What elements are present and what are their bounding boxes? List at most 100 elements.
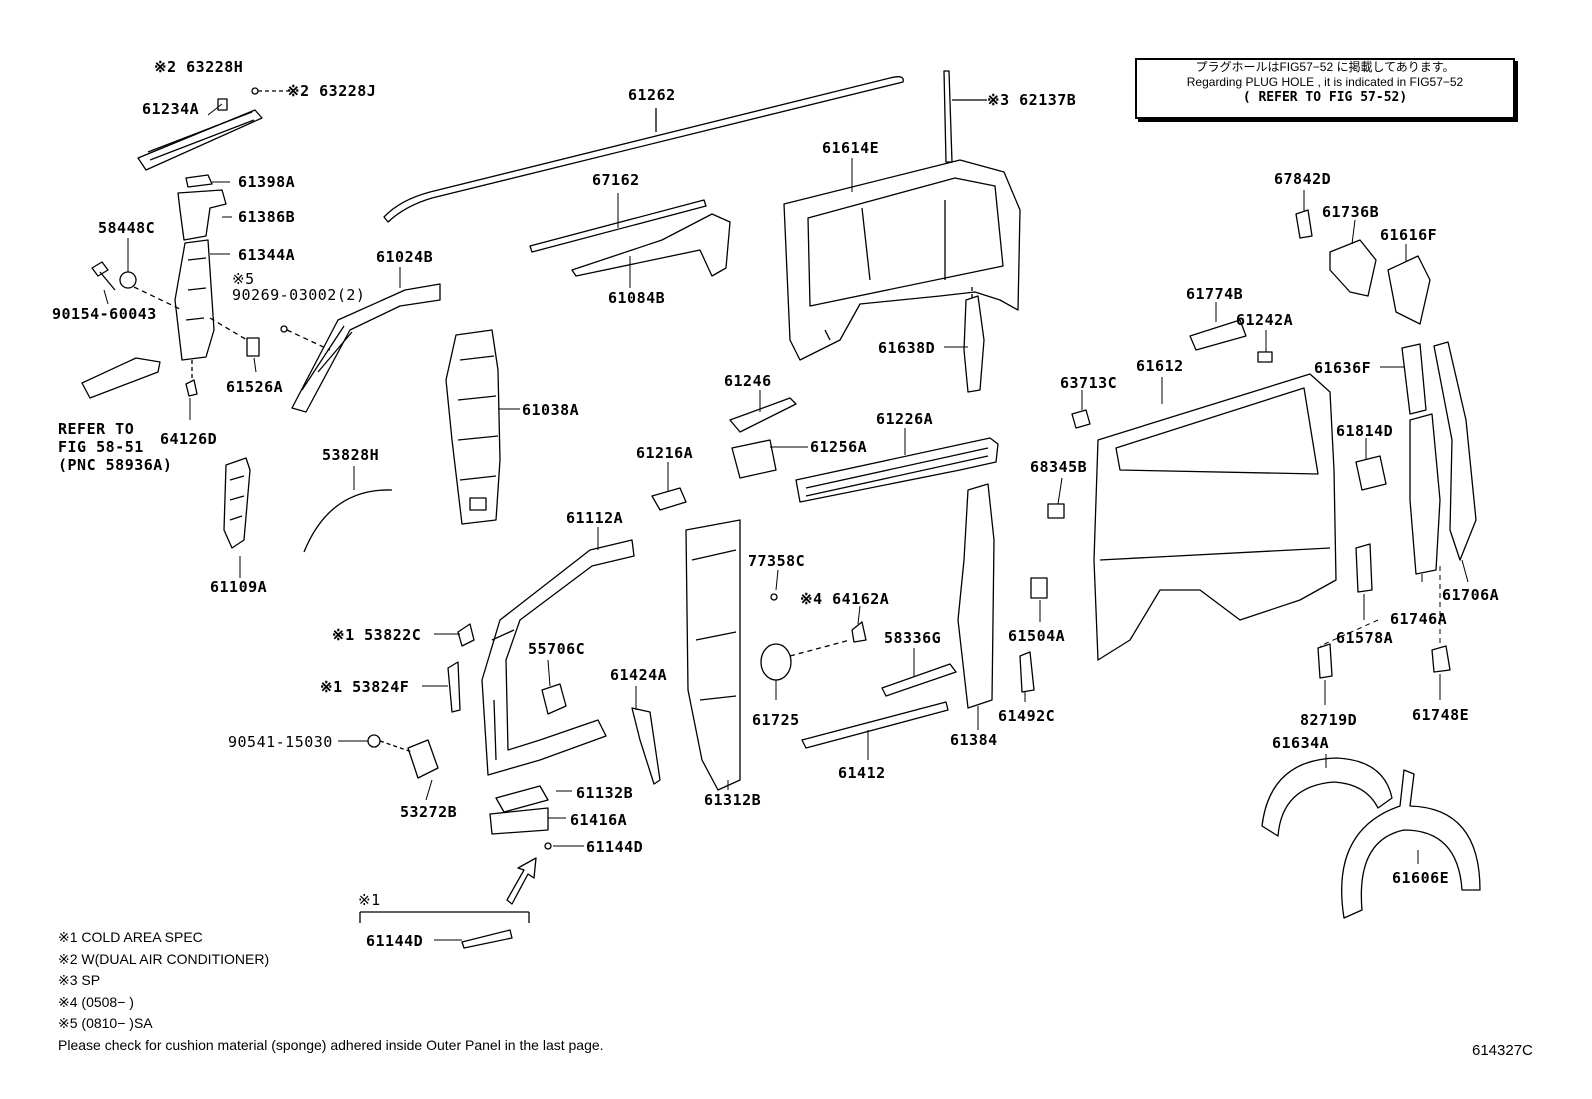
notice-refer-link[interactable]: ( REFER TO FIG 57-52) xyxy=(1242,90,1408,105)
label-53272b[interactable]: 53272B xyxy=(400,803,458,821)
label-63228h[interactable]: ※2 63228H xyxy=(154,58,244,76)
label-61144d-upper[interactable]: 61144D xyxy=(586,838,644,856)
label-61234a[interactable]: 61234A xyxy=(142,100,200,118)
diagram-code: 614327C xyxy=(1472,1042,1533,1059)
part-61216a-drawing xyxy=(651,487,687,511)
label-group-mark: ※1 xyxy=(358,891,381,909)
label-68345b[interactable]: 68345B xyxy=(1030,458,1088,476)
label-61024b[interactable]: 61024B xyxy=(376,248,434,266)
part-61706a-drawing xyxy=(1433,341,1477,561)
label-53822c[interactable]: ※1 53822C xyxy=(332,626,422,644)
label-61706a[interactable]: 61706A xyxy=(1442,586,1500,604)
refer-notice-box: プラグホールはFIG57−52 に掲載してあります。 Regarding PLU… xyxy=(1135,58,1515,119)
label-61526a[interactable]: 61526A xyxy=(226,378,284,396)
label-61416a[interactable]: 61416A xyxy=(570,811,628,829)
part-67162-drawing xyxy=(529,199,707,253)
label-61616f[interactable]: 61616F xyxy=(1380,226,1438,244)
part-61725-drawing xyxy=(760,643,792,681)
part-61398a-drawing xyxy=(185,174,213,188)
part-61606e-drawing xyxy=(1341,769,1481,919)
label-61736b[interactable]: 61736B xyxy=(1322,203,1380,221)
label-61614e[interactable]: 61614E xyxy=(822,139,880,157)
label-61774b[interactable]: 61774B xyxy=(1186,285,1244,303)
part-58336g-drawing xyxy=(881,663,957,697)
label-61256a[interactable]: 61256A xyxy=(810,438,868,456)
part-61614e-drawing xyxy=(783,159,1021,361)
refer-note-line3[interactable]: (PNC 58936A) xyxy=(58,456,173,474)
part-61312b-drawing xyxy=(685,519,741,791)
part-61109a-drawing xyxy=(223,457,251,549)
label-61344a[interactable]: 61344A xyxy=(238,246,296,264)
label-61398a[interactable]: 61398A xyxy=(238,173,296,191)
label-61144d-lower[interactable]: 61144D xyxy=(366,932,424,950)
label-61109a[interactable]: 61109A xyxy=(210,578,268,596)
label-61412[interactable]: 61412 xyxy=(838,764,886,782)
label-61746a[interactable]: 61746A xyxy=(1390,610,1448,628)
footnotes: ※1 COLD AREA SPEC ※2 W(DUAL AIR CONDITIO… xyxy=(58,927,604,1056)
label-61814d[interactable]: 61814D xyxy=(1336,422,1394,440)
part-62137b-drawing xyxy=(943,70,953,163)
label-77358c[interactable]: 77358C xyxy=(748,552,806,570)
label-67842d[interactable]: 67842D xyxy=(1274,170,1332,188)
part-61384-drawing xyxy=(957,483,995,709)
label-61636f[interactable]: 61636F xyxy=(1314,359,1372,377)
refer-note-line1[interactable]: REFER TO xyxy=(58,420,135,438)
label-61612[interactable]: 61612 xyxy=(1136,357,1184,375)
notice-line-en: Regarding PLUG HOLE , it is indicated in… xyxy=(1186,75,1464,89)
footnote-dual-ac: ※2 W(DUAL AIR CONDITIONER) xyxy=(58,950,270,967)
part-61386b-drawing xyxy=(177,189,227,241)
label-90269-03002[interactable]: 90269-03002(2) xyxy=(232,286,366,304)
label-61384[interactable]: 61384 xyxy=(950,731,998,749)
label-61424a[interactable]: 61424A xyxy=(610,666,668,684)
label-67162[interactable]: 67162 xyxy=(592,171,640,189)
label-64126d[interactable]: 64126D xyxy=(160,430,218,448)
label-61242a[interactable]: 61242A xyxy=(1236,311,1294,329)
label-61038a[interactable]: 61038A xyxy=(522,401,580,419)
label-63228j[interactable]: ※2 63228J xyxy=(287,82,377,100)
label-61216a[interactable]: 61216A xyxy=(636,444,694,462)
label-61578a[interactable]: 61578A xyxy=(1336,629,1394,647)
label-61492c[interactable]: 61492C xyxy=(998,707,1056,725)
part-61246-drawing xyxy=(729,397,797,433)
label-61504a[interactable]: 61504A xyxy=(1008,627,1066,645)
part-61262-drawing xyxy=(383,76,904,223)
label-61606e[interactable]: 61606E xyxy=(1392,869,1450,887)
label-90154-60043[interactable]: 90154-60043 xyxy=(52,305,157,323)
label-55706c[interactable]: 55706C xyxy=(528,640,586,658)
label-62137b[interactable]: ※3 62137B xyxy=(987,91,1077,109)
label-63713c[interactable]: 63713C xyxy=(1060,374,1118,392)
label-64162a[interactable]: ※4 64162A xyxy=(800,590,890,608)
label-61132b[interactable]: 61132B xyxy=(576,784,634,802)
label-61246[interactable]: 61246 xyxy=(724,372,772,390)
label-61312b[interactable]: 61312B xyxy=(704,791,762,809)
part-61226a-drawing xyxy=(795,437,999,503)
label-61725[interactable]: 61725 xyxy=(752,711,800,729)
footnote-0508: ※4 (0508− ) xyxy=(58,993,134,1010)
label-58336g[interactable]: 58336G xyxy=(884,629,942,647)
part-61038a-drawing xyxy=(445,329,501,525)
label-61386b[interactable]: 61386B xyxy=(238,208,296,226)
label-53828h[interactable]: 53828H xyxy=(322,446,380,464)
label-90541-15030[interactable]: 90541-15030 xyxy=(228,733,333,751)
label-61748e[interactable]: 61748E xyxy=(1412,706,1470,724)
part-61234a-drawing xyxy=(137,87,288,171)
label-61638d[interactable]: 61638D xyxy=(878,339,936,357)
label-61226a[interactable]: 61226A xyxy=(876,410,934,428)
label-61262[interactable]: 61262 xyxy=(628,86,676,104)
part-61638d-drawing xyxy=(963,295,985,393)
label-53824f[interactable]: ※1 53824F xyxy=(320,678,410,696)
footnote-sp: ※3 SP xyxy=(58,972,101,988)
label-61084b[interactable]: 61084B xyxy=(608,289,666,307)
label-58448c[interactable]: 58448C xyxy=(98,219,156,237)
part-61746a-drawing xyxy=(1409,413,1441,575)
part-61634a-drawing xyxy=(1261,757,1393,837)
part-61616f-drawing xyxy=(1387,255,1431,325)
label-61634a[interactable]: 61634A xyxy=(1272,734,1330,752)
part-53272b-drawing xyxy=(407,739,439,779)
label-90269-mark: ※5 xyxy=(232,270,255,288)
part-61112a-drawing xyxy=(481,539,635,776)
label-82719d[interactable]: 82719D xyxy=(1300,711,1358,729)
refer-note-line2[interactable]: FIG 58-51 xyxy=(58,438,144,456)
part-61412-drawing xyxy=(801,701,949,749)
label-61112a[interactable]: 61112A xyxy=(566,509,624,527)
